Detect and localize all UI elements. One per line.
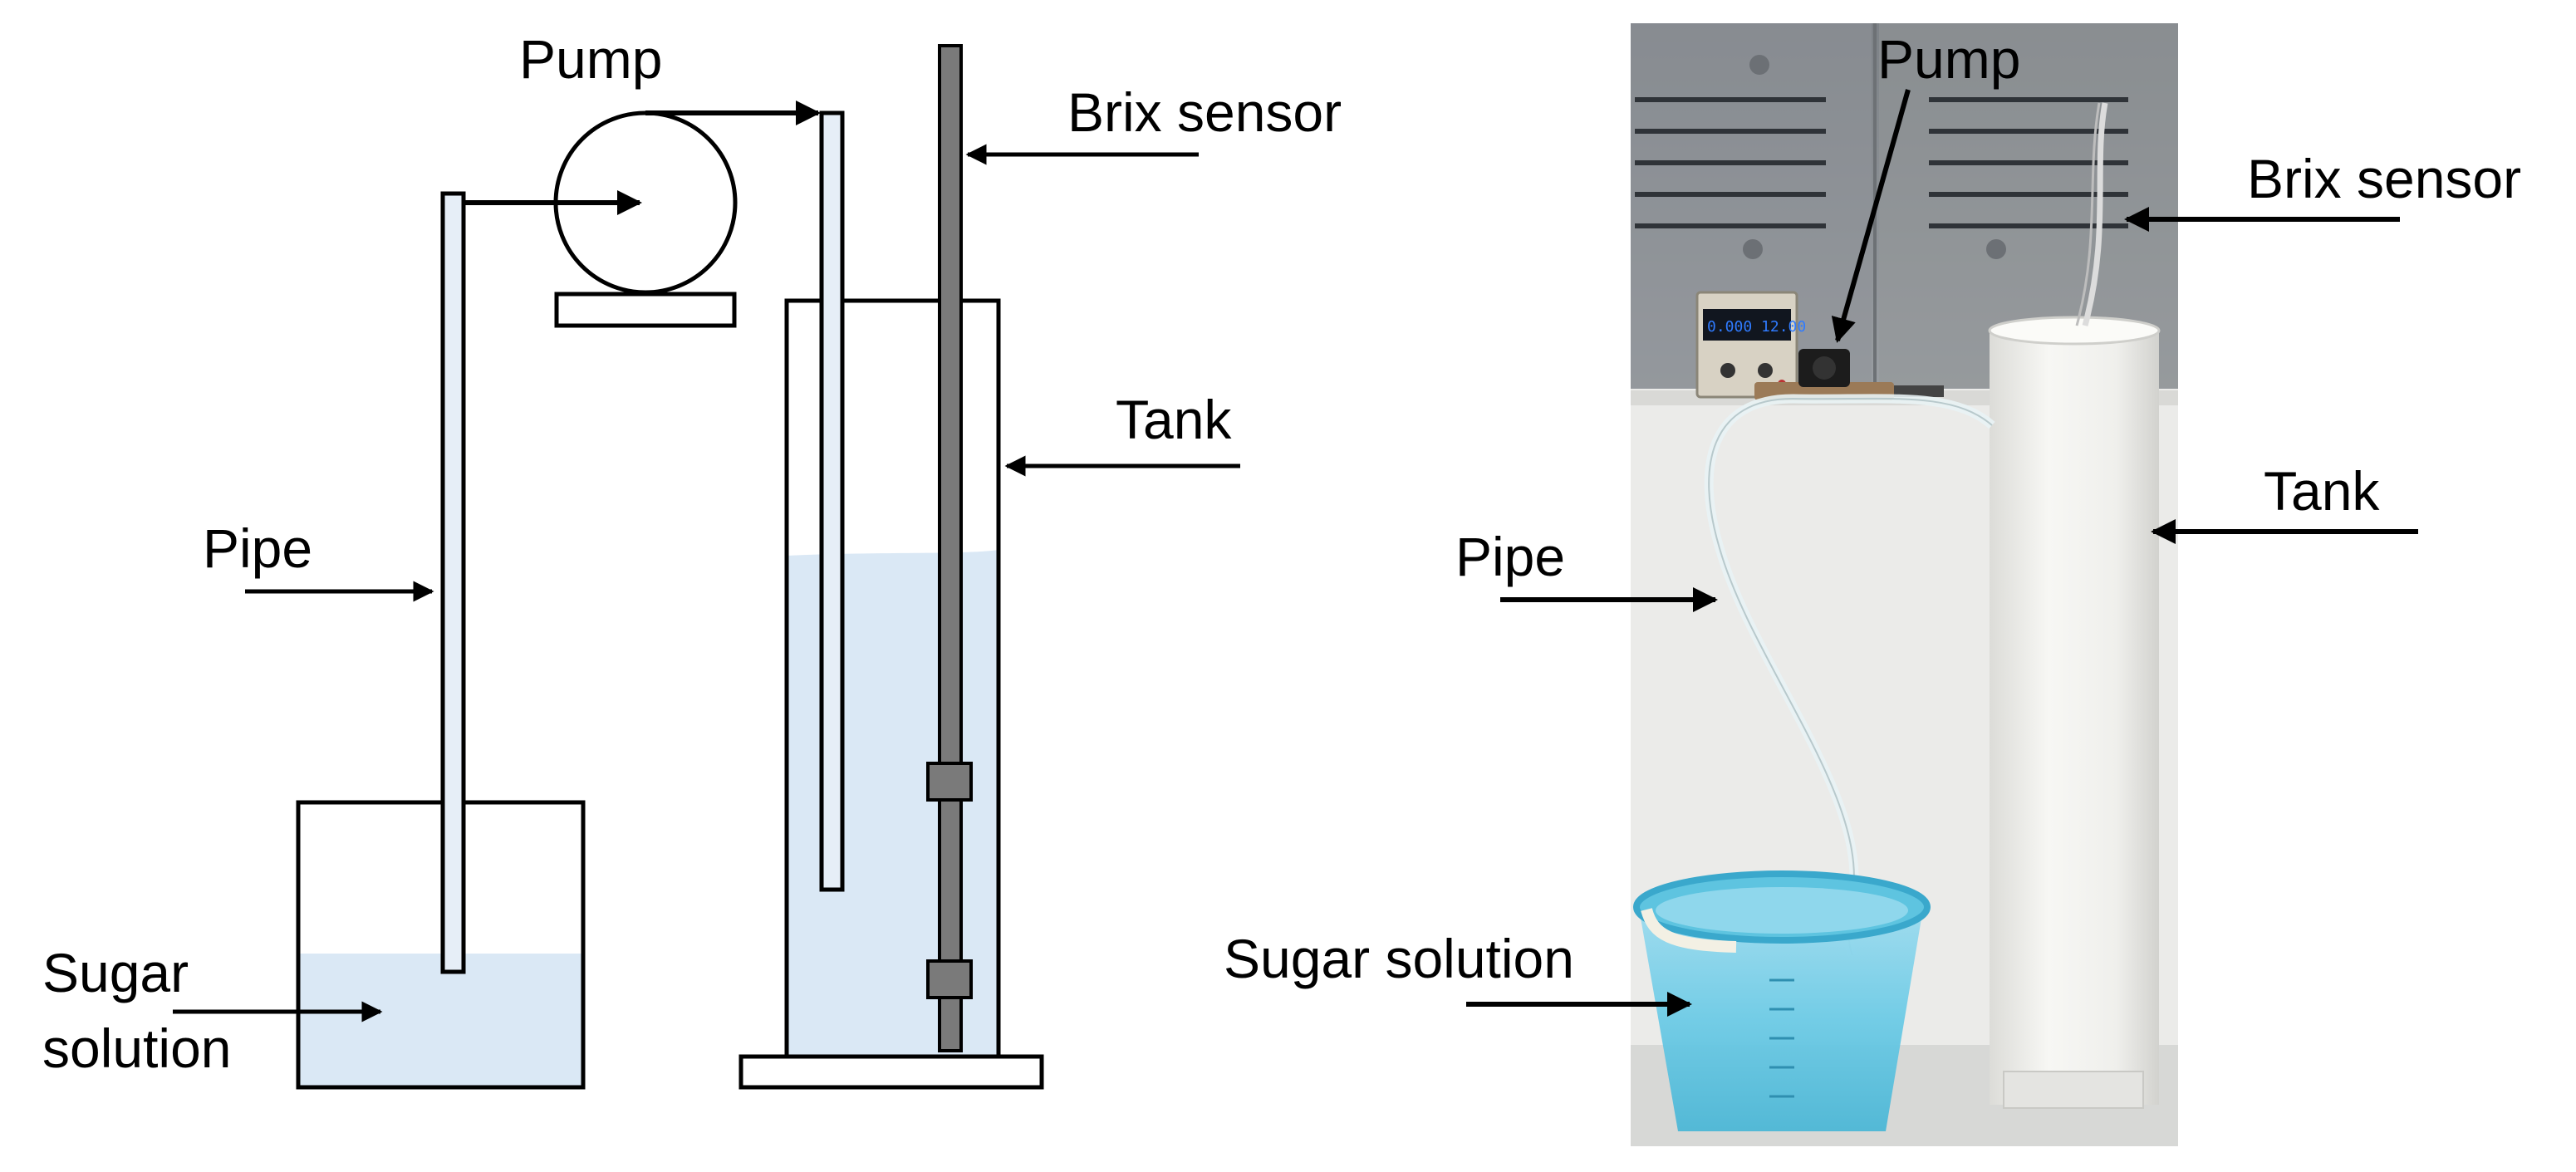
photo-label-pipe: Pipe bbox=[1455, 526, 1565, 587]
pump-icon bbox=[464, 101, 821, 328]
label-brix-sensor: Brix sensor bbox=[1067, 81, 1342, 143]
label-sugar-solution-line1: Sugar bbox=[42, 942, 189, 1003]
tank bbox=[738, 298, 1044, 1090]
sugar-container bbox=[296, 800, 586, 1090]
photo-brix-sensor-wire bbox=[2082, 102, 2108, 326]
photo-tank bbox=[1988, 316, 2161, 1109]
schematic-diagram: Pump Brix sensor Tank Pipe Sugar solutio… bbox=[42, 28, 1342, 1090]
label-pump: Pump bbox=[519, 28, 662, 90]
photo-bucket bbox=[1633, 870, 1931, 1131]
photo-label-tank: Tank bbox=[2264, 460, 2380, 522]
photo-label-brix-sensor: Brix sensor bbox=[2247, 148, 2521, 209]
pipe-left bbox=[440, 191, 466, 974]
photo-label-sugar-solution: Sugar solution bbox=[1224, 928, 1574, 989]
label-tank: Tank bbox=[1116, 389, 1232, 450]
brix-sensor-rod bbox=[926, 44, 973, 1052]
arrow-icon bbox=[1831, 89, 1911, 343]
power-supply: 0.000 12.00 bbox=[1695, 291, 1806, 399]
setup-photo: 0.000 12.00 bbox=[1224, 23, 2521, 1146]
photo-label-pump: Pump bbox=[1877, 28, 2020, 90]
pipe-tank bbox=[819, 110, 845, 892]
power-supply-display: 0.000 12.00 bbox=[1707, 318, 1806, 336]
label-sugar-solution-line2: solution bbox=[42, 1018, 232, 1079]
label-pipe: Pipe bbox=[203, 517, 312, 579]
